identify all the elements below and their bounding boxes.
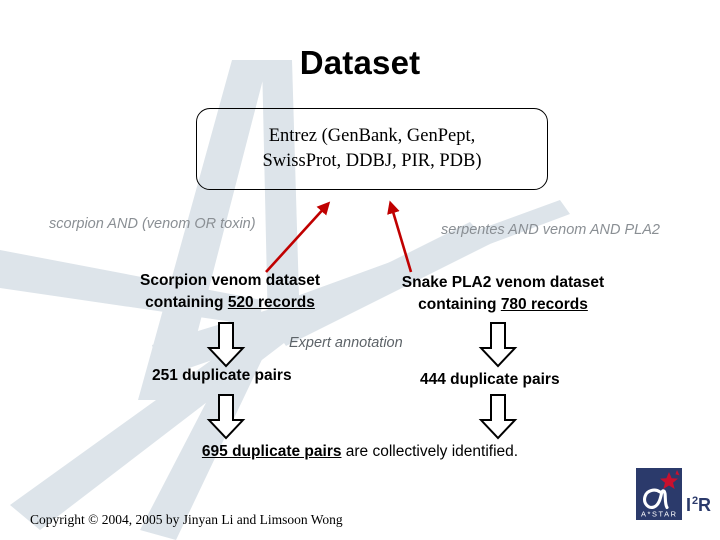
dataset-description-right: Snake PLA2 venom dataset containing 780 … bbox=[378, 272, 628, 316]
page-title: Dataset bbox=[299, 44, 421, 81]
total-duplicates-statement: 695 duplicate pairs are collectively ide… bbox=[0, 443, 720, 461]
dataset-right-line2-prefix: containing bbox=[418, 296, 501, 313]
astar-alpha-glyph bbox=[643, 488, 669, 510]
down-arrow-left-lower bbox=[206, 394, 246, 440]
astar-i2r-logo: A*STAR I 2 R bbox=[636, 468, 711, 520]
dataset-left-records: 520 records bbox=[227, 294, 315, 311]
copyright-notice: Copyright © 2004, 2005 by Jinyan Li and … bbox=[30, 512, 343, 527]
down-arrow-right-upper bbox=[478, 322, 518, 368]
svg-text:A*STAR: A*STAR bbox=[641, 510, 678, 519]
red-arrow-left bbox=[265, 201, 331, 273]
dataset-description-left: Scorpion venom dataset containing 520 re… bbox=[105, 270, 355, 314]
down-arrow-right-lower bbox=[478, 394, 518, 440]
svg-text:2: 2 bbox=[692, 495, 698, 507]
total-duplicates-suffix: are collectively identified. bbox=[341, 443, 519, 460]
total-duplicates-emphasis: 695 duplicate pairs bbox=[201, 443, 342, 460]
duplicate-count-left: 251 duplicate pairs bbox=[152, 367, 292, 384]
astar-star-icon bbox=[660, 470, 680, 489]
red-arrow-right bbox=[387, 200, 413, 273]
astar-logo-mark bbox=[636, 468, 682, 520]
i2r-wordmark: I 2 R bbox=[686, 495, 711, 515]
query-label-right: serpentes AND venom AND PLA2 bbox=[441, 222, 660, 238]
dataset-right-records: 780 records bbox=[500, 296, 588, 313]
svg-text:I: I bbox=[686, 495, 691, 515]
source-database-box: Entrez (GenBank, GenPept, SwissProt, DDB… bbox=[196, 108, 548, 190]
duplicate-count-right: 444 duplicate pairs bbox=[420, 371, 560, 388]
dataset-left-line1: Scorpion venom dataset bbox=[139, 272, 320, 289]
dataset-left-line2-prefix: containing bbox=[145, 294, 228, 311]
source-database-text: Entrez (GenBank, GenPept, SwissProt, DDB… bbox=[262, 126, 482, 171]
svg-text:R: R bbox=[698, 495, 711, 515]
query-label-left: scorpion AND (venom OR toxin) bbox=[49, 216, 256, 232]
expert-annotation-label: Expert annotation bbox=[289, 335, 403, 351]
astar-wordmark: A*STAR bbox=[641, 510, 678, 519]
down-arrow-left-upper bbox=[206, 322, 246, 368]
dataset-right-line1: Snake PLA2 venom dataset bbox=[401, 274, 605, 291]
